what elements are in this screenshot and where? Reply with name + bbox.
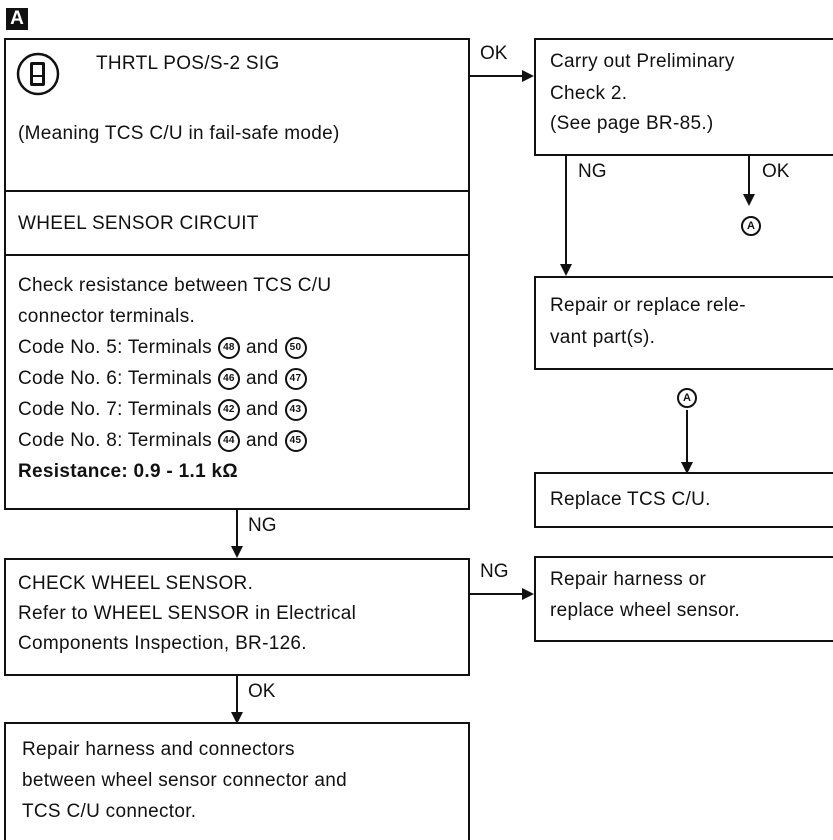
and-text: and (245, 337, 279, 358)
repair-line-2: between wheel sensor connector and (22, 770, 347, 791)
terminal-number: 44 (217, 429, 240, 452)
connector-a-icon: A (741, 216, 761, 236)
check-wheel-line-1: CHECK WHEEL SENSOR. (18, 573, 254, 594)
ok-label-top: OK (480, 43, 508, 64)
repair-part-line-1: Repair or replace rele- (550, 295, 746, 316)
check-line-1: Check resistance between TCS C/U (18, 275, 332, 296)
prelim-line-3: (See page BR-85.) (550, 113, 714, 134)
box-check-wheel-sensor: CHECK WHEEL SENSOR. Refer to WHEEL SENSO… (4, 558, 470, 676)
code-label: Code No. 6: Terminals (18, 368, 212, 389)
check-line-2: connector terminals. (18, 306, 196, 327)
repair-sensor-line-2: replace wheel sensor. (550, 600, 741, 621)
terminal-number: 46 (217, 367, 240, 390)
check-wheel-line-2: Refer to WHEEL SENSOR in Electrical (18, 603, 357, 624)
resistance-spec: Resistance: 0.9 - 1.1 kΩ (18, 461, 238, 482)
terminal-number: 48 (217, 336, 240, 359)
arrow-ok-r1 (748, 156, 750, 198)
section-label: A (6, 8, 28, 30)
ng-label-r1: NG (578, 161, 607, 182)
repair-sensor-line-1: Repair harness or (550, 569, 707, 590)
signal-title: THRTL POS/S-2 SIG (96, 53, 280, 74)
box-repair-harness-connectors: Repair harness and connectors between wh… (4, 722, 470, 840)
arrowhead (522, 70, 534, 82)
box-repair-harness-sensor: Repair harness or replace wheel sensor. (534, 556, 833, 642)
box-wheel-sensor-circuit: WHEEL SENSOR CIRCUIT (4, 190, 470, 256)
ng-label-box3: NG (248, 515, 277, 536)
box-thrtl-pos-signal: THRTL POS/S-2 SIG (Meaning TCS C/U in fa… (4, 38, 470, 192)
repair-line-1: Repair harness and connectors (22, 739, 295, 760)
check-wheel-line-3: Components Inspection, BR-126. (18, 633, 307, 654)
connector-a-icon: A (677, 388, 697, 408)
ok-label-box4: OK (248, 681, 276, 702)
ok-label-r1: OK (762, 161, 790, 182)
and-text: and (245, 368, 279, 389)
arrow-ng-box4 (470, 593, 526, 595)
arrowhead (743, 194, 755, 206)
arrowhead (231, 712, 243, 724)
arrow-ng-box3 (236, 510, 238, 550)
box-resistance-check: Check resistance between TCS C/U connect… (4, 254, 470, 510)
fail-safe-note: (Meaning TCS C/U in fail-safe mode) (18, 123, 340, 144)
terminal-number: 47 (284, 367, 307, 390)
terminal-number: 43 (284, 398, 307, 421)
arrow-ok-top (470, 75, 526, 77)
arrow-connector-r3 (686, 410, 688, 466)
arrowhead (560, 264, 572, 276)
code-label: Code No. 7: Terminals (18, 399, 212, 420)
arrowhead (522, 588, 534, 600)
box-replace-tcs: Replace TCS C/U. (534, 472, 833, 528)
arrowhead (231, 546, 243, 558)
terminal-number: 45 (284, 429, 307, 452)
code-label: Code No. 8: Terminals (18, 430, 212, 451)
terminal-number: 42 (217, 398, 240, 421)
consult-device-icon (16, 52, 60, 96)
prelim-line-2: Check 2. (550, 83, 628, 104)
arrow-ok-box4 (236, 676, 238, 716)
wheel-sensor-circuit-text: WHEEL SENSOR CIRCUIT (18, 213, 259, 234)
ng-label-box4: NG (480, 561, 509, 582)
terminal-number: 50 (284, 336, 307, 359)
repair-part-line-2: vant part(s). (550, 327, 656, 348)
code-label: Code No. 5: Terminals (18, 337, 212, 358)
prelim-line-1: Carry out Preliminary (550, 51, 735, 72)
repair-line-3: TCS C/U connector. (22, 801, 197, 822)
box-repair-replace-part: Repair or replace rele- vant part(s). (534, 276, 833, 370)
box-preliminary-check: Carry out Preliminary Check 2. (See page… (534, 38, 833, 156)
arrow-ng-r1 (565, 156, 567, 268)
and-text: and (245, 399, 279, 420)
and-text: and (245, 430, 279, 451)
arrowhead (681, 462, 693, 474)
replace-tcs-text: Replace TCS C/U. (550, 489, 711, 510)
